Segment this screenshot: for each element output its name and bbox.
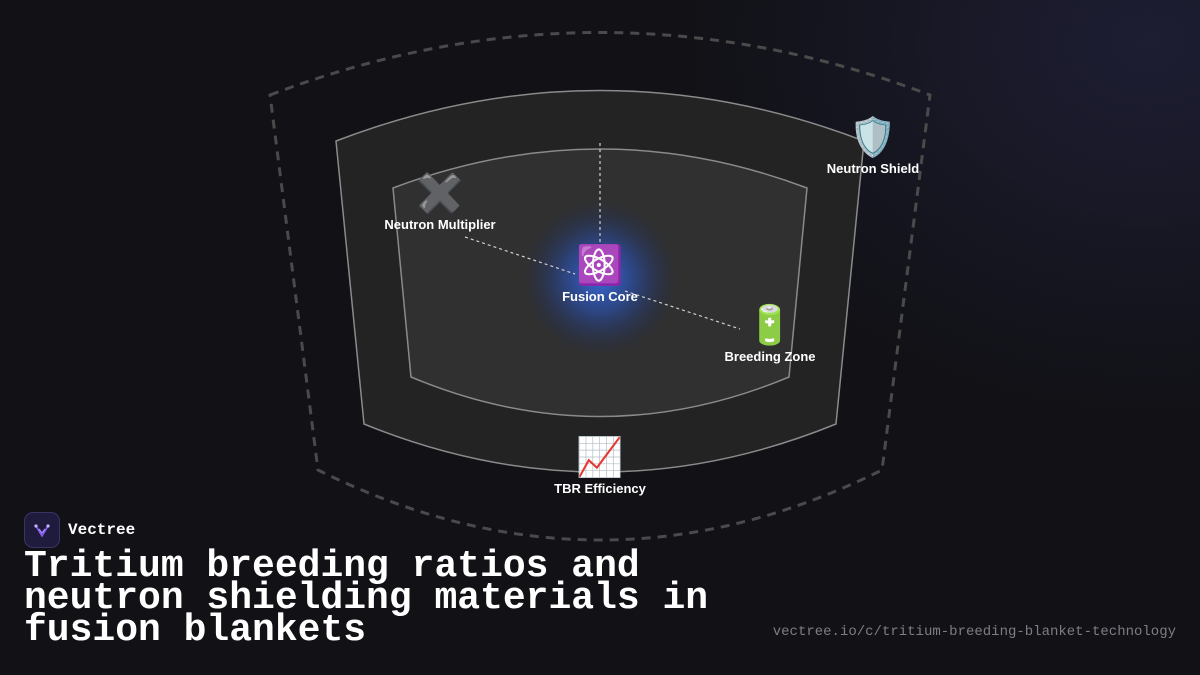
node-fusion-core: ⚛️ Fusion Core bbox=[562, 243, 638, 304]
node-label-breeding-zone: Breeding Zone bbox=[724, 349, 816, 364]
battery-icon: 🔋 bbox=[746, 303, 794, 347]
connector-core-breeding bbox=[624, 290, 741, 330]
chart-increasing-icon: 📈 bbox=[576, 435, 624, 479]
node-neutron-multiplier: ✖️ Neutron Multiplier bbox=[384, 171, 495, 232]
atom-icon: ⚛️ bbox=[576, 243, 624, 287]
node-neutron-shield: 🛡️ Neutron Shield bbox=[827, 115, 919, 176]
node-label-neutron-shield: Neutron Shield bbox=[826, 161, 920, 176]
node-label-neutron-multiplier: Neutron Multiplier bbox=[384, 217, 496, 232]
outer-boundary-dashed bbox=[268, 31, 932, 542]
node-tbr-efficiency: 📈 TBR Efficiency bbox=[554, 435, 646, 496]
source-url[interactable]: vectree.io/c/tritium-breeding-blanket-te… bbox=[772, 624, 1176, 640]
node-label-fusion-core: Fusion Core bbox=[562, 289, 638, 304]
brand: Vectree bbox=[24, 512, 135, 548]
node-label-tbr-efficiency: TBR Efficiency bbox=[554, 481, 646, 496]
fusion-core-glow bbox=[522, 200, 678, 356]
node-breeding-zone: 🔋 Breeding Zone bbox=[724, 303, 815, 364]
connector-core-multiplier bbox=[464, 236, 576, 275]
brand-name: Vectree bbox=[68, 521, 136, 539]
vectree-logo-icon bbox=[24, 512, 60, 548]
page-title: Tritium breeding ratios and neutron shie… bbox=[24, 545, 709, 652]
multiply-icon: ✖️ bbox=[416, 171, 464, 215]
shield-icon: 🛡️ bbox=[849, 115, 897, 159]
